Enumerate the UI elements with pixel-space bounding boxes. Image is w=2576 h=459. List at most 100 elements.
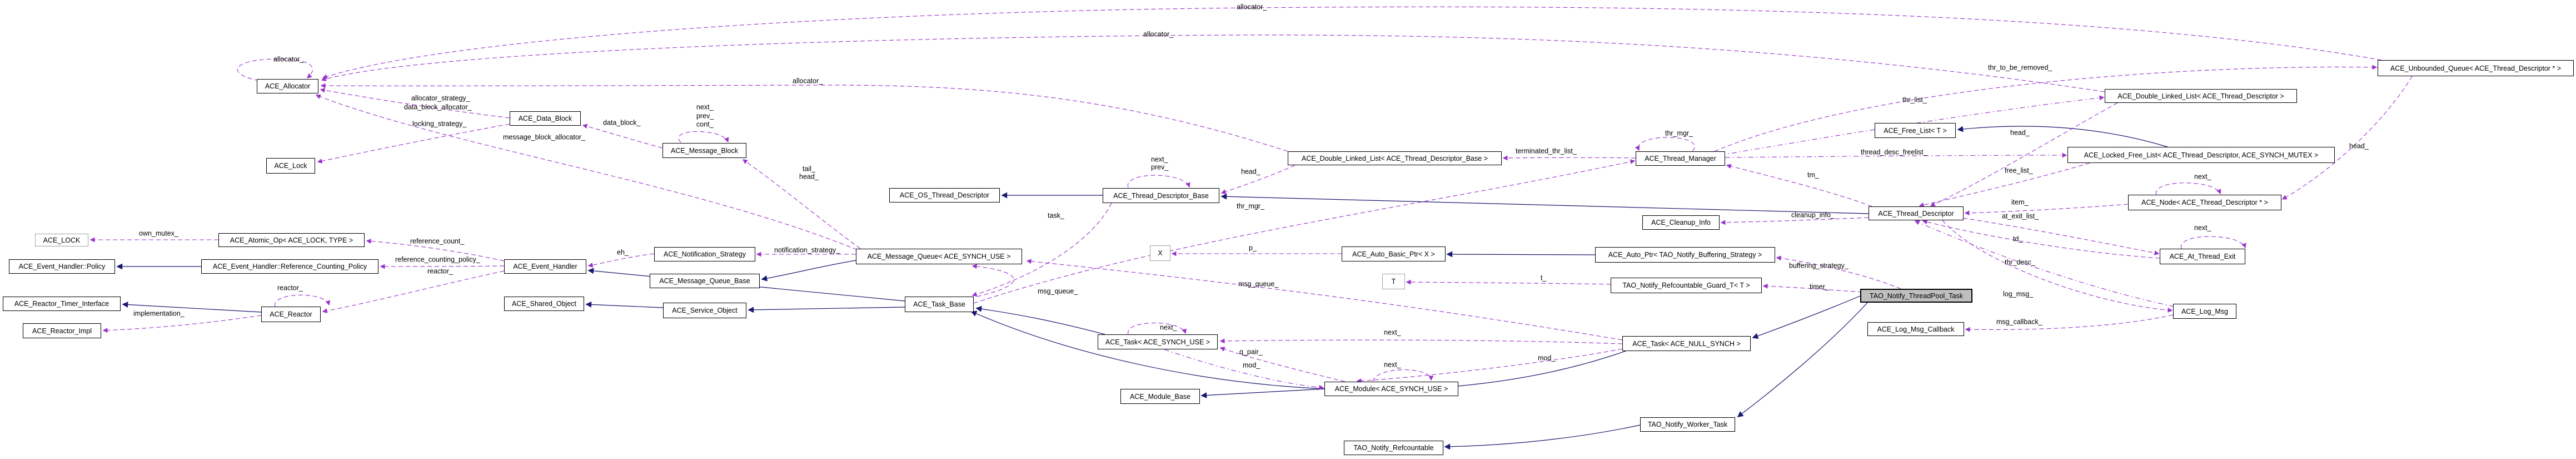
edge-ace-task-base-to-ace-thread-manager-29 xyxy=(973,159,1636,304)
class-box-ace-dll-td[interactable]: ACE_Double_Linked_List< ACE_Thread_Descr… xyxy=(2105,89,2297,103)
class-box-ace-dll-tdb[interactable]: ACE_Double_Linked_List< ACE_Thread_Descr… xyxy=(1288,151,1502,165)
edge-ace-dll-tdb-to-ace-allocator-19 xyxy=(320,83,1288,152)
edge-label-td-32: td_ xyxy=(2013,235,2023,243)
edge-ace-reactor-to-ace-reactor-timer-interface-3 xyxy=(122,302,262,313)
edge-label-head-16: head_ xyxy=(1241,167,1260,176)
class-box-ace-event-handler[interactable]: ACE_Event_Handler xyxy=(504,259,586,274)
edge-ace-unbounded-queue-to-ace-node-39 xyxy=(2281,76,2413,200)
class-box-ace-module-base[interactable]: ACE_Module_Base xyxy=(1120,389,1200,404)
class-box-ace-cleanup-info[interactable]: ACE_Cleanup_Info xyxy=(1642,215,1720,230)
class-box-ace-thread-descriptor-base[interactable]: ACE_Thread_Descriptor_Base xyxy=(1103,188,1219,203)
edge-ace-node-to-ace-thread-descriptor-41 xyxy=(1964,204,2129,216)
edge-label-thr-desc-34: thr_desc_ xyxy=(2005,258,2035,266)
edge-ace-task-null-synch-to-ace-task-synch-use-56 xyxy=(1219,338,1623,344)
edge-label-own-mutex-54: own_mutex_ xyxy=(139,229,178,238)
class-box-ace-lock-param: ACE_LOCK xyxy=(35,234,88,246)
edge-ace-task-null-synch-to-ace-module-59 xyxy=(1356,348,1623,383)
class-box-ace-auto-ptr[interactable]: ACE_Auto_Ptr< TAO_Notify_Buffering_Strat… xyxy=(1595,247,1775,263)
edge-ace-task-base-to-ace-message-queue-53 xyxy=(971,264,1014,297)
edge-ace-locked-free-list-to-ace-free-list-15 xyxy=(1957,126,2168,147)
edge-label-mod-47: mod_ xyxy=(1243,361,1260,369)
edge-label-mod-48: mod_ xyxy=(1538,354,1556,362)
class-box-ace-atomic-op[interactable]: ACE_Atomic_Op< ACE_LOCK, TYPE > xyxy=(218,233,365,247)
class-box-ace-task-base[interactable]: ACE_Task_Base xyxy=(905,297,974,312)
edge-label-head-26: head_ xyxy=(2010,129,2030,137)
class-box-ace-at-thread-exit[interactable]: ACE_At_Thread_Exit xyxy=(2160,249,2245,264)
edge-label-data-block-8: data_block_ xyxy=(603,119,641,127)
edge-label-prev-15: prev_ xyxy=(1151,163,1169,171)
edge-ace-service-object-to-ace-shared-object-5 xyxy=(585,302,664,308)
edge-label-reference-count-51: reference_count_ xyxy=(410,237,465,245)
edge-ace-event-handler-to-ace-reactor-64 xyxy=(322,270,505,313)
edge-label-task-17: task_ xyxy=(1048,211,1064,220)
class-box-ace-reactor-impl[interactable]: ACE_Reactor_Impl xyxy=(23,323,101,338)
class-box-ace-event-handler-rcp[interactable]: ACE_Event_Handler::Reference_Counting_Po… xyxy=(201,259,378,274)
class-box-ace-notification-strategy[interactable]: ACE_Notification_Strategy xyxy=(654,247,755,261)
class-box-ace-shared-object[interactable]: ACE_Shared_Object xyxy=(504,297,584,311)
edge-tao-notify-refcountable-guard-to-t-param-51 xyxy=(1406,279,1611,285)
class-box-ace-task-synch-use[interactable]: ACE_Task< ACE_SYNCH_USE > xyxy=(1098,334,1218,349)
edge-ace-dll-td-to-ace-thread-descriptor-37 xyxy=(1930,102,2118,206)
edge-label-next-14: next_ xyxy=(1151,155,1168,164)
class-box-ace-node[interactable]: ACE_Node< ACE_Thread_Descriptor * > xyxy=(2128,195,2281,210)
edge-label-allocator-2: allocator_ xyxy=(1143,30,1174,38)
edge-ace-module-to-ace-module-base-10 xyxy=(1200,388,1325,398)
edge-ace-message-queue-to-ace-allocator-21 xyxy=(315,94,858,250)
edge-label-at-exit-list-31: at_exit_list_ xyxy=(2002,212,2039,220)
class-box-ace-message-queue[interactable]: ACE_Message_Queue< ACE_SYNCH_USE > xyxy=(856,249,1022,264)
edge-label-next-49: next_ xyxy=(1384,361,1401,369)
class-box-ace-locked-free-list[interactable]: ACE_Locked_Free_List< ACE_Thread_Descrip… xyxy=(2067,147,2335,163)
class-box-ace-task-null-synch[interactable]: ACE_Task< ACE_NULL_SYNCH > xyxy=(1622,336,1751,351)
edge-label-message-block-allocator-7: message_block_allocator_ xyxy=(503,133,586,141)
edge-label-locking-strategy-6: locking_strategy_ xyxy=(412,120,467,128)
edge-ace-event-handler-to-ace-atomic-op-62 xyxy=(366,239,505,261)
class-box-ace-free-list[interactable]: ACE_Free_List< T > xyxy=(1875,123,1956,138)
class-box-ace-service-object[interactable]: ACE_Service_Object xyxy=(663,303,746,318)
edge-label-tail-12: tail_ xyxy=(803,165,815,173)
edge-label-thread-desc-freelist-25: thread_desc_freelist_ xyxy=(1861,148,1927,156)
class-box-ace-lock[interactable]: ACE_Lock xyxy=(266,158,315,174)
edge-label-msg-callback-36: msg_callback_ xyxy=(1996,318,2042,326)
class-box-t-param: T xyxy=(1382,274,1405,289)
edge-ace-thread-descriptor-to-ace-thread-descriptor-base-1 xyxy=(1220,193,1869,214)
class-box-ace-message-queue-base[interactable]: ACE_Message_Queue_Base xyxy=(650,274,760,288)
edge-ace-at-thread-exit-to-ace-thread-descriptor-43 xyxy=(1922,219,2160,259)
class-box-ace-reactor-timer-interface[interactable]: ACE_Reactor_Timer_Interface xyxy=(3,297,121,311)
edge-ace-task-null-synch-to-ace-message-queue-54 xyxy=(1026,259,1623,340)
class-box-ace-message-block[interactable]: ACE_Message_Block xyxy=(662,143,746,158)
class-box-ace-data-block[interactable]: ACE_Data_Block xyxy=(510,111,581,126)
edge-label-allocator-1: allocator_ xyxy=(1237,3,1267,11)
edge-ace-thread-descriptor-to-ace-thread-manager-32 xyxy=(1726,164,1872,207)
class-box-ace-unbounded-queue[interactable]: ACE_Unbounded_Queue< ACE_Thread_Descript… xyxy=(2378,60,2574,76)
class-box-tao-notify-refcountable[interactable]: TAO_Notify_Refcountable xyxy=(1344,441,1443,455)
edge-label-t-40: t_ xyxy=(1541,274,1547,282)
edge-label-allocator-0: allocator_ xyxy=(273,55,304,63)
edge-ace-message-queue-to-ace-message-block-25 xyxy=(742,159,861,249)
class-box-tao-notify-refcountable-guard[interactable]: TAO_Notify_Refcountable_Guard_T< T > xyxy=(1611,278,1762,293)
class-box-ace-module[interactable]: ACE_Module< ACE_SYNCH_USE > xyxy=(1324,382,1458,396)
edge-label-eh-50: eh_ xyxy=(617,248,629,256)
class-box-ace-allocator[interactable]: ACE_Allocator xyxy=(257,79,318,93)
edge-label-item-30: item_ xyxy=(2011,198,2029,206)
class-box-tao-notify-threadpool-task: TAO_Notify_ThreadPool_Task xyxy=(1860,289,1972,303)
edge-label-tm-21: tm_ xyxy=(1807,171,1819,179)
class-box-ace-thread-descriptor[interactable]: ACE_Thread_Descriptor xyxy=(1869,206,1964,220)
edge-label-msg-queue-43: msg_queue_ xyxy=(1238,280,1279,288)
edge-label-thr-to-be-removed-23: thr_to_be_removed_ xyxy=(1988,63,2052,72)
class-box-tao-notify-worker-task[interactable]: TAO_Notify_Worker_Task xyxy=(1640,417,1735,432)
edge-label-notification-strategy-41: notification_strategy_ xyxy=(774,246,840,254)
class-box-ace-thread-manager[interactable]: ACE_Thread_Manager xyxy=(1636,151,1725,166)
class-box-ace-reactor[interactable]: ACE_Reactor xyxy=(261,307,321,322)
edge-label-head-13: head_ xyxy=(799,172,819,181)
class-box-ace-os-thread-descriptor[interactable]: ACE_OS_Thread_Descriptor xyxy=(889,188,1000,203)
class-box-ace-auto-basic-ptr[interactable]: ACE_Auto_Basic_Ptr< X > xyxy=(1342,246,1446,261)
edge-label-reactor-55: reactor_ xyxy=(277,284,303,292)
edge-ace-thread-manager-to-ace-dll-td-35 xyxy=(1720,95,2105,156)
edge-ace-thread-manager-to-ace-locked-free-list-36 xyxy=(1725,152,2067,158)
class-box-ace-log-msg[interactable]: ACE_Log_Msg xyxy=(2173,304,2236,319)
class-box-ace-log-msg-callback[interactable]: ACE_Log_Msg_Callback xyxy=(1867,322,1964,336)
class-box-ace-event-handler-policy[interactable]: ACE_Event_Handler::Policy xyxy=(9,259,115,274)
edge-ace-message-block-to-ace-message-block-24 xyxy=(678,131,729,143)
edge-ace-thread-descriptor-base-to-ace-task-base-28 xyxy=(971,203,1112,297)
